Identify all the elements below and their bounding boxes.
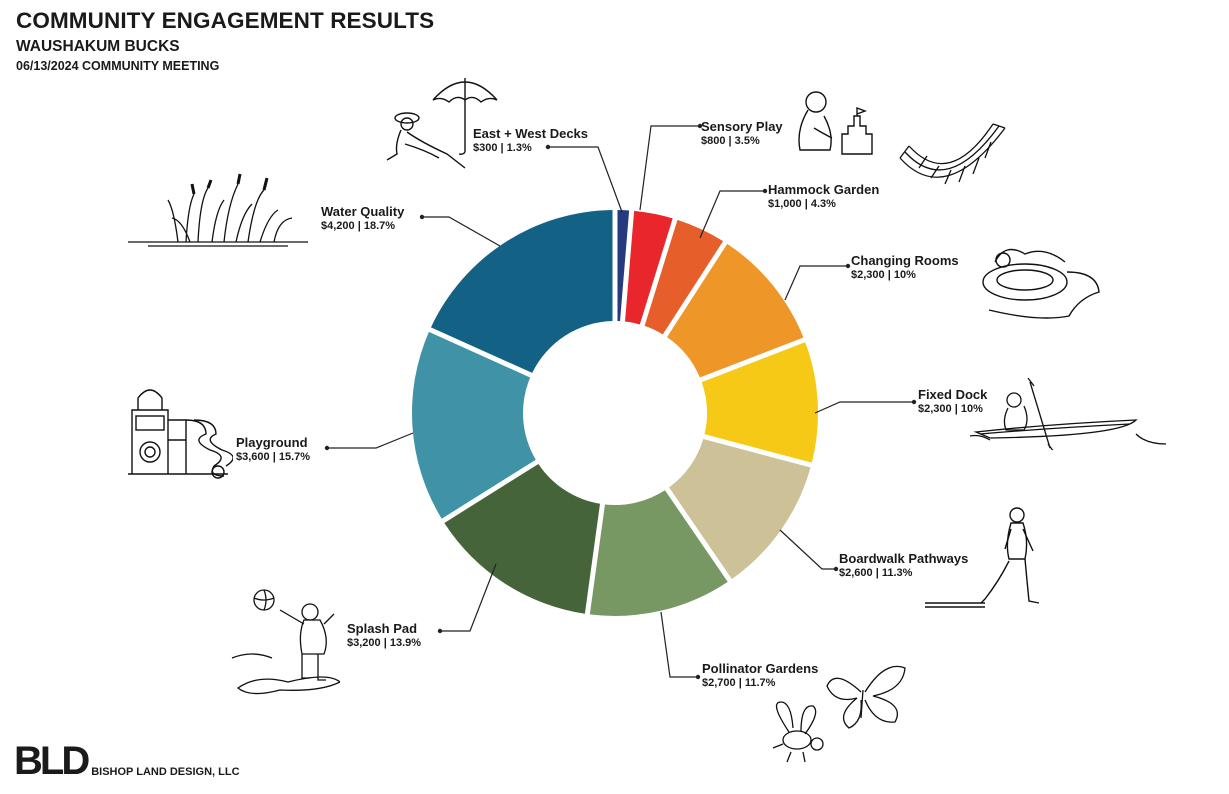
leader-dot bbox=[419, 214, 425, 220]
page-title: COMMUNITY ENGAGEMENT RESULTS bbox=[16, 8, 435, 33]
donut-segment bbox=[667, 243, 804, 378]
leader-line bbox=[779, 529, 836, 570]
label-name: East + West Decks bbox=[473, 126, 589, 141]
donut-segment bbox=[430, 210, 613, 373]
leader-line bbox=[548, 146, 623, 213]
sunbather-umbrella-icon bbox=[386, 78, 498, 169]
leader-dot bbox=[437, 628, 443, 634]
label-boardwalk-pathways: Boardwalk Pathways $2,600 | 11.3% bbox=[839, 551, 968, 581]
label-name: Hammock Garden bbox=[768, 182, 880, 197]
leader-dot bbox=[911, 399, 917, 405]
label-value: $2,300 | 10% bbox=[851, 269, 916, 281]
label-value: $2,700 | 11.7% bbox=[702, 677, 776, 689]
logo-mark: BLD bbox=[14, 739, 90, 783]
leader-line bbox=[422, 216, 501, 247]
donut-segment bbox=[644, 219, 724, 335]
donut-segment bbox=[669, 439, 811, 580]
label-value: $2,600 | 11.3% bbox=[839, 567, 913, 579]
kayaker-icon bbox=[970, 378, 1167, 450]
leader-dot bbox=[845, 263, 851, 269]
donut-segment bbox=[589, 490, 728, 616]
leader-dot bbox=[833, 566, 839, 572]
label-water-quality: Water Quality $4,200 | 18.7% bbox=[321, 204, 404, 234]
runner-icon bbox=[925, 507, 1040, 608]
leader-line bbox=[440, 563, 497, 632]
donut-segment bbox=[617, 210, 630, 322]
label-value: $1,000 | 4.3% bbox=[768, 198, 836, 210]
label-name: Sensory Play bbox=[701, 119, 783, 134]
label-value: $300 | 1.3% bbox=[473, 142, 532, 154]
child-sandcastle-icon bbox=[798, 91, 873, 155]
leader-dot bbox=[324, 445, 330, 451]
label-name: Changing Rooms bbox=[851, 253, 959, 268]
leader-line bbox=[327, 432, 414, 449]
label-splash-pad: Splash Pad $3,200 | 13.9% bbox=[347, 621, 421, 651]
label-name: Fixed Dock bbox=[918, 387, 988, 402]
leader-dot bbox=[697, 123, 703, 129]
label-playground: Playground $3,600 | 15.7% bbox=[236, 435, 310, 465]
leader-dot bbox=[545, 144, 551, 150]
swimmer-float-icon bbox=[982, 248, 1100, 319]
label-name: Playground bbox=[236, 435, 308, 450]
label-value: $2,300 | 10% bbox=[918, 403, 983, 415]
leader-line bbox=[814, 401, 914, 414]
page-subtitle: WAUSHAKUM BUCKS bbox=[16, 38, 180, 55]
label-pollinator-gardens: Pollinator Gardens $2,700 | 11.7% bbox=[702, 661, 818, 691]
label-fixed-dock: Fixed Dock $2,300 | 10% bbox=[918, 387, 987, 417]
hammock-icon bbox=[899, 123, 1006, 185]
label-value: $3,200 | 13.9% bbox=[347, 637, 422, 649]
donut-segment bbox=[701, 342, 818, 463]
leader-line bbox=[784, 265, 848, 301]
donut-segment bbox=[625, 210, 673, 325]
child-beachball-icon bbox=[231, 589, 340, 695]
bld-logo: BLD BISHOP LAND DESIGN, LLC bbox=[14, 739, 240, 783]
label-name: Water Quality bbox=[321, 204, 405, 219]
label-changing-rooms: Changing Rooms $2,300 | 10% bbox=[851, 253, 959, 283]
label-sensory-play: Sensory Play $800 | 3.5% bbox=[701, 119, 783, 149]
label-value: $3,600 | 15.7% bbox=[236, 451, 311, 463]
label-name: Splash Pad bbox=[347, 621, 418, 636]
leader-line bbox=[699, 190, 765, 239]
leader-dot bbox=[695, 674, 701, 680]
label-name: Boardwalk Pathways bbox=[839, 551, 969, 566]
butterfly-bee-icon bbox=[772, 665, 906, 763]
leader-dot bbox=[762, 188, 768, 194]
leader-line bbox=[639, 125, 700, 211]
leader-line bbox=[660, 611, 698, 678]
wetland-grass-icon bbox=[128, 173, 308, 247]
label-name: Pollinator Gardens bbox=[702, 661, 819, 676]
donut-segment bbox=[444, 463, 601, 614]
label-value: $4,200 | 18.7% bbox=[321, 220, 396, 232]
meeting-date: 06/13/2024 COMMUNITY MEETING bbox=[16, 59, 220, 73]
label-east-west-decks: East + West Decks $300 | 1.3% bbox=[473, 126, 588, 156]
playground-structure-icon bbox=[128, 389, 233, 479]
label-hammock-garden: Hammock Garden $1,000 | 4.3% bbox=[768, 182, 879, 212]
firm-name: BISHOP LAND DESIGN, LLC bbox=[91, 766, 240, 778]
donut-segment bbox=[412, 331, 536, 519]
label-value: $800 | 3.5% bbox=[701, 135, 760, 147]
